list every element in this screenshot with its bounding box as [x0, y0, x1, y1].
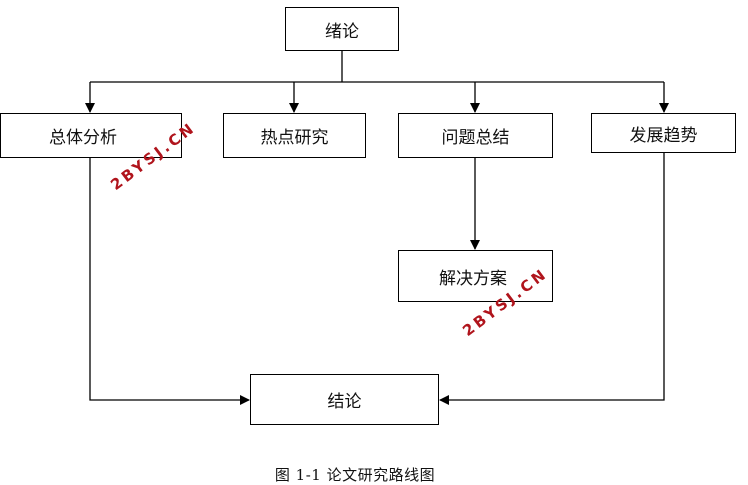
node-overall-analysis-label: 总体分析 — [49, 128, 117, 148]
node-hotspot-research: 热点研究 — [223, 113, 366, 158]
node-conclusion-label: 结论 — [327, 392, 362, 412]
node-problem-summary: 问题总结 — [398, 113, 553, 158]
figure-caption: 图 1-1 论文研究路线图 — [274, 466, 436, 484]
node-introduction-label: 绪论 — [325, 21, 359, 42]
node-hotspot-research-label: 热点研究 — [260, 128, 329, 148]
arrow-analysis-to-conclusion — [89, 158, 250, 405]
node-overall-analysis: 总体分析 — [0, 113, 182, 158]
node-development-trend: 发展趋势 — [591, 113, 736, 153]
node-development-trend-label: 发展趋势 — [629, 125, 698, 146]
node-solution-label: 解决方案 — [439, 268, 507, 289]
node-problem-summary-label: 问题总结 — [441, 128, 510, 148]
node-solution: 解决方案 — [398, 250, 553, 302]
arrow-trend-to-conclusion — [439, 153, 665, 405]
node-conclusion: 结论 — [250, 374, 439, 425]
node-introduction: 绪论 — [285, 7, 399, 51]
